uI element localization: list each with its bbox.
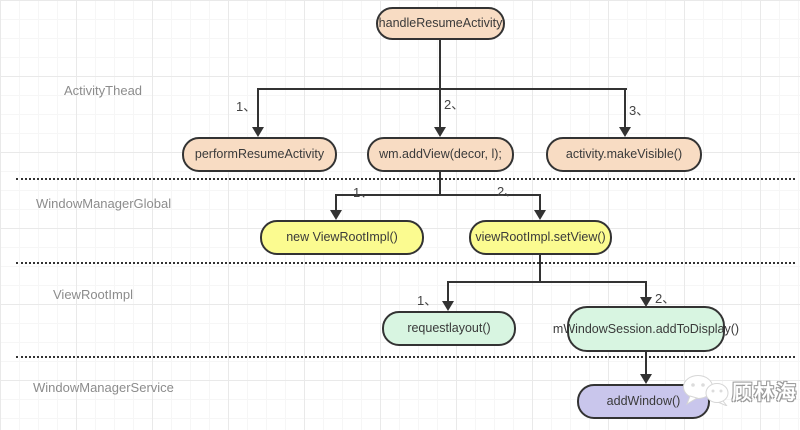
node-requestlayout: requestlayout() bbox=[382, 311, 516, 346]
node-performresumeactivity: performResumeActivity bbox=[182, 137, 337, 172]
connector-line bbox=[645, 281, 647, 299]
edge-label: 1、 bbox=[353, 185, 374, 200]
edge-label: 2、 bbox=[497, 184, 518, 199]
connector-line bbox=[539, 255, 541, 283]
arrowhead-icon bbox=[534, 210, 546, 220]
edge-label: 2、 bbox=[444, 97, 465, 112]
layer-divider bbox=[16, 356, 795, 358]
layer-label-windowmanagerservice: WindowManagerService bbox=[33, 380, 174, 395]
arrowhead-icon bbox=[434, 127, 446, 137]
connector-line bbox=[439, 40, 441, 90]
arrowhead-icon bbox=[330, 210, 342, 220]
layer-divider bbox=[16, 262, 795, 264]
arrowhead-icon bbox=[442, 301, 454, 311]
layer-label-windowmanagerglobal: WindowManagerGlobal bbox=[36, 196, 172, 211]
connector-line bbox=[335, 194, 337, 212]
connector-line bbox=[439, 172, 441, 196]
connector-line bbox=[335, 194, 541, 196]
connector-line bbox=[257, 88, 627, 90]
arrowhead-icon bbox=[640, 297, 652, 307]
arrowhead-icon bbox=[619, 127, 631, 137]
edge-label: 2、 bbox=[655, 291, 676, 306]
layer-label-viewrootimpl: ViewRootImpl bbox=[53, 287, 133, 302]
connector-line bbox=[447, 281, 449, 303]
edge-label: 1、 bbox=[417, 293, 438, 308]
node-activity-makevisible: activity.makeVisible() bbox=[546, 137, 702, 172]
layer-divider bbox=[16, 178, 795, 180]
layer-label-activitythead: ActivityThead bbox=[64, 83, 143, 98]
node-new-viewrootimpl: new ViewRootImpl() bbox=[260, 220, 424, 255]
watermark-text: 顾林海 bbox=[732, 381, 798, 404]
node-mwindowsession-addtodisplay: mWindowSession.addToDisplay() bbox=[553, 306, 739, 352]
connector-line bbox=[539, 194, 541, 212]
watermark: 顾林海 bbox=[682, 374, 798, 406]
node-viewrootimpl-setview: viewRootImpl.setView() bbox=[469, 220, 612, 255]
node-wm-addview: wm.addView(decor, l); bbox=[367, 137, 514, 172]
connector-line bbox=[645, 352, 647, 376]
arrowhead-icon bbox=[252, 127, 264, 137]
node-handleresumeactivity: handleResumeActivity bbox=[376, 7, 505, 40]
connector-line bbox=[447, 281, 647, 283]
connector-line bbox=[257, 88, 259, 128]
arrowhead-icon bbox=[640, 374, 652, 384]
connector-line bbox=[624, 88, 626, 128]
edge-label: 1、 bbox=[236, 99, 257, 114]
edge-label: 3、 bbox=[629, 103, 650, 118]
connector-line bbox=[439, 88, 441, 128]
wechat-logo-icon bbox=[683, 375, 729, 406]
